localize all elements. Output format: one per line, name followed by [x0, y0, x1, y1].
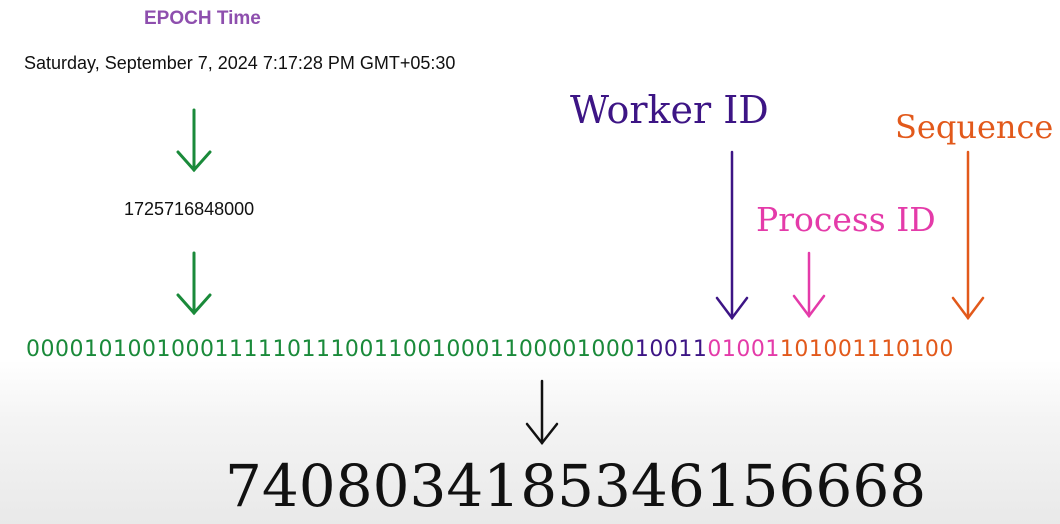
sequence-bits: 101001110100	[779, 337, 954, 362]
bits-to-result-arrow-icon	[525, 379, 559, 446]
snowflake-id-result: 7408034185346156668	[225, 452, 927, 520]
epoch-date-text: Saturday, September 7, 2024 7:17:28 PM G…	[24, 53, 456, 73]
epoch-time-title: EPOCH Time	[144, 8, 261, 29]
process-id-label: Process ID	[756, 200, 936, 239]
sequence-arrow-icon	[951, 150, 985, 321]
binary-id-bits: 0000101001000111110111001100100011000010…	[26, 337, 954, 362]
worker-bits: 10011	[634, 337, 708, 362]
worker-arrow-icon	[715, 150, 749, 321]
process-arrow-icon	[792, 251, 826, 319]
process-bits: 01001	[707, 337, 780, 362]
ms-to-bits-arrow-icon	[176, 251, 212, 316]
timestamp-bits: 0000101001000111110111001100100011000010…	[26, 337, 635, 362]
epoch-milliseconds: 1725716848000	[124, 199, 255, 219]
date-to-ms-arrow-icon	[176, 108, 212, 173]
worker-id-label: Worker ID	[570, 88, 769, 132]
sequence-label: Sequence	[895, 108, 1054, 146]
